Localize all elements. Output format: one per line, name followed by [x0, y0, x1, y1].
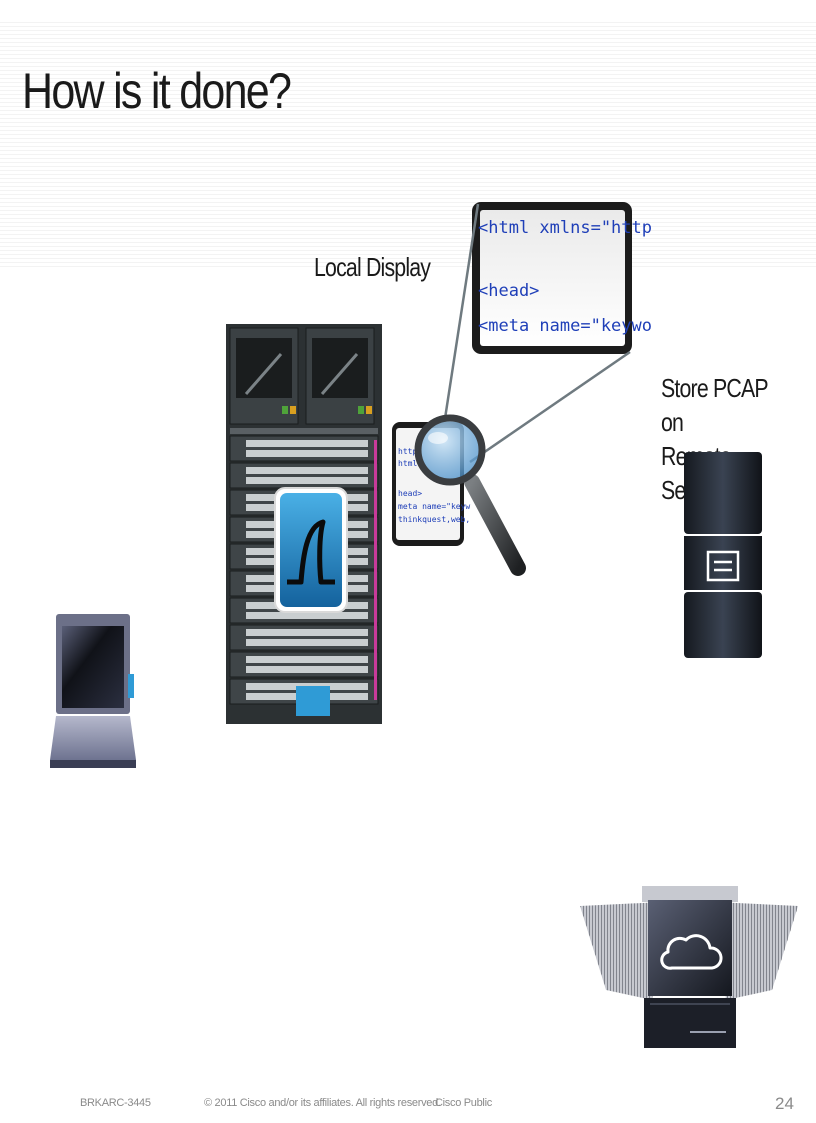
store-pcap-line1: Store PCAP on	[661, 373, 768, 437]
zoomed-code-line1: <html xmlns="http	[478, 218, 652, 238]
magnifier-icon	[414, 414, 526, 576]
zoomed-code-line2: <head>	[478, 281, 539, 301]
zoomed-display-screen	[480, 210, 625, 346]
footer-classification: Cisco Public	[435, 1097, 492, 1109]
small-code-line5: thinkquest,web,	[398, 515, 470, 524]
cloud-storage-icon	[580, 886, 798, 1048]
laptop-icon	[50, 614, 136, 768]
zoomed-display: <html xmlns="http <head> <meta name="key…	[472, 202, 652, 354]
title-band	[0, 20, 816, 270]
small-code-line3: head>	[398, 489, 422, 498]
page-number: 24	[775, 1094, 794, 1113]
footer-copyright: © 2011 Cisco and/or its affiliates. All …	[204, 1097, 441, 1109]
footer-session-code: BRKARC-3445	[80, 1097, 151, 1109]
remote-server-icon	[684, 452, 762, 658]
zoomed-code-line3: <meta name="keywo	[478, 316, 652, 336]
local-display-label: Local Display	[314, 252, 431, 282]
small-code-line1: http	[398, 447, 417, 456]
wireshark-icon	[274, 487, 348, 613]
small-code-line4: meta name="keyw	[398, 502, 470, 511]
slide-title: How is it done?	[22, 63, 292, 119]
small-code-line2: html	[398, 459, 417, 468]
chassis-highlight-block	[296, 686, 330, 716]
